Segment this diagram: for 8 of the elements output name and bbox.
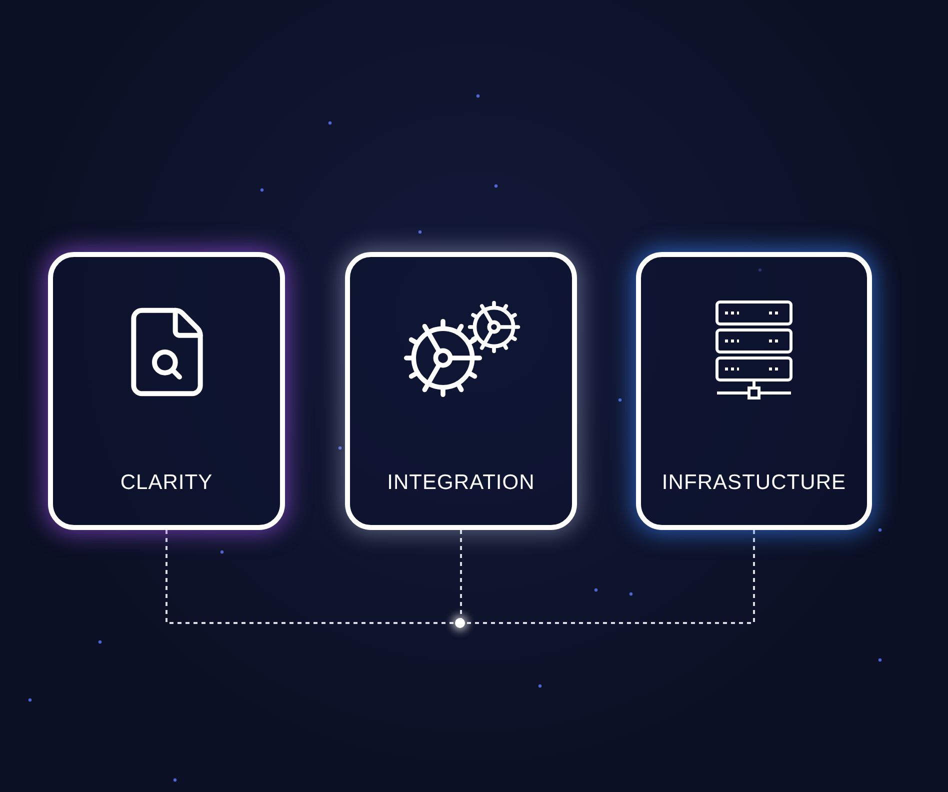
box-label: CLARITY (120, 470, 213, 496)
rounded-box (345, 252, 577, 530)
box-label: INFRASTUCTURE (662, 470, 846, 496)
dashed-connector (166, 530, 455, 624)
rounded-box (48, 252, 285, 530)
dashed-connector (465, 530, 755, 624)
rounded-box (636, 252, 872, 530)
box-label: INTEGRATION (387, 470, 535, 496)
